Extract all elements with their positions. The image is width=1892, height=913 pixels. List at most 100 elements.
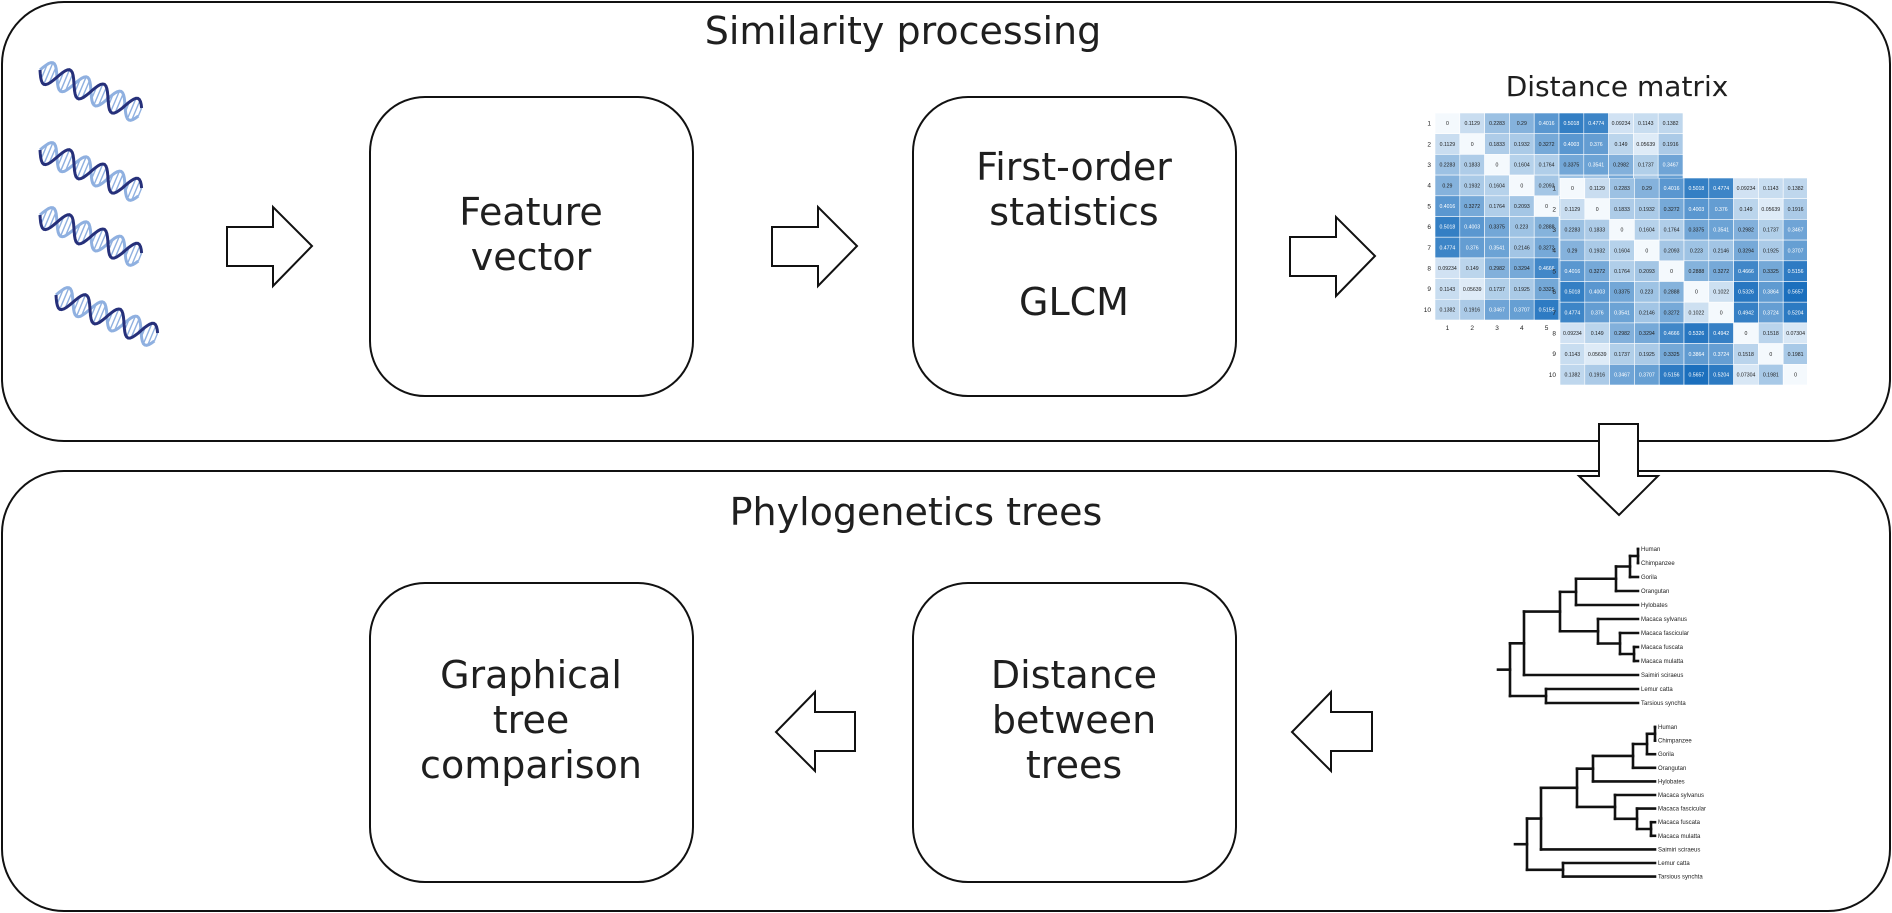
dna-rung: [137, 107, 143, 117]
matrix-cell-value: 0.3272: [1713, 269, 1729, 275]
matrix-cell-value: 0.1764: [1489, 204, 1505, 210]
matrix-cell-value: 0.1604: [1489, 183, 1505, 189]
dna-rung: [97, 305, 107, 324]
matrix-cell-value: 0.5657: [1788, 290, 1804, 296]
matrix-cell-value: 0.376: [1591, 310, 1604, 316]
dna-strand: [38, 148, 144, 195]
dna-rung: [81, 225, 91, 244]
matrix-cell-value: 0.1833: [1464, 163, 1480, 169]
matrix-cell-value: 0.1143: [1763, 186, 1779, 192]
matrix-cell-value: 0.4666: [1664, 331, 1680, 337]
matrix-row-label: 1: [1552, 186, 1556, 193]
matrix-cell-value: 0.1382: [1788, 186, 1804, 192]
matrix-cell-value: 0.2888: [1664, 290, 1680, 296]
matrix-cell-value: 0.4774: [1439, 245, 1455, 251]
matrix-cell-value: 0.2146: [1639, 310, 1655, 316]
matrix-cell-value: 0.29: [1442, 183, 1452, 189]
matrix-cell-value: 0.09234: [1563, 331, 1582, 337]
matrix-cell-value: 0.5018: [1563, 121, 1579, 127]
matrix-cell-value: 0.1932: [1589, 248, 1605, 254]
box-text-line: comparison: [420, 743, 642, 787]
matrix-cell-value: 0.1518: [1738, 352, 1754, 358]
matrix-cell-value: 0.1764: [1664, 228, 1680, 234]
matrix-cell-value: 0.5657: [1688, 372, 1704, 378]
matrix-cell-value: 0.5326: [1688, 331, 1704, 337]
matrix-col-label: 2: [1470, 325, 1474, 332]
arrow-down-icon: [1576, 423, 1661, 517]
matrix-cell-value: 0.1925: [1763, 248, 1779, 254]
matrix-cell-value: 0: [1446, 121, 1449, 127]
matrix-cell-value: 0.376: [1590, 142, 1603, 148]
dna-icon: [38, 141, 144, 202]
matrix-cell-value: 0.3467: [1614, 372, 1630, 378]
matrix-row-label: 2: [1427, 141, 1431, 148]
matrix-cell-value: 0.07304: [1786, 331, 1805, 337]
matrix-row-label: 8: [1552, 330, 1556, 337]
box-text-line: GLCM: [1019, 280, 1129, 324]
matrix-cell-value: 0.3541: [1614, 310, 1630, 316]
matrix-cell-value: 0: [1471, 142, 1474, 148]
matrix-cell-value: 0.3707: [1639, 372, 1655, 378]
matrix-cell-value: 0.2093: [1639, 269, 1655, 275]
matrix-cell-value: 0.1833: [1489, 142, 1505, 148]
matrix-cell-value: 0.2982: [1489, 266, 1505, 272]
dna-rung: [59, 149, 71, 172]
dna-icons: [38, 61, 160, 347]
box-text-line: First-order: [976, 145, 1172, 189]
tree-leaf-label: Macaca fascicular: [1658, 807, 1706, 813]
matrix-cell-value: 0.3467: [1489, 307, 1505, 313]
tree-leaf-label: Hylobates: [1658, 779, 1685, 785]
tree-leaf-label: Saimiri sciraeus: [1641, 673, 1683, 679]
box-text-line: vector: [471, 235, 592, 279]
matrix-cell-value: 0.1916: [1464, 307, 1480, 313]
matrix-cell-value: 0.223: [1640, 290, 1653, 296]
dna-rung: [81, 80, 91, 99]
matrix-cell-value: 0.1737: [1638, 163, 1654, 169]
matrix-cell-value: 0: [1545, 204, 1548, 210]
dna-rung: [130, 318, 140, 339]
matrix-cell-value: 0.1604: [1614, 248, 1630, 254]
tree-leaf-label: Macaca fuscata: [1641, 645, 1684, 651]
matrix-cell-value: 0.1916: [1788, 207, 1804, 213]
tree-leaf-label: Macaca mulatta: [1658, 834, 1701, 840]
dna-rung: [97, 231, 108, 251]
matrix-cell-value: 0.1833: [1589, 228, 1605, 234]
box-text-line: Distance: [991, 653, 1157, 697]
dna-strand: [54, 293, 160, 340]
matrix-cell-value: 0.1382: [1439, 307, 1455, 313]
matrix-cell-value: 0.2146: [1514, 245, 1530, 251]
dna-rung: [126, 243, 137, 264]
matrix-cell-value: 0.3467: [1788, 228, 1804, 234]
matrix-cell-value: 0.4003: [1563, 142, 1579, 148]
dna-rung: [137, 252, 143, 262]
matrix-cell-value: 0.5204: [1788, 310, 1804, 316]
matrix-cell-value: 0.07304: [1737, 372, 1756, 378]
matrix-cell-value: 0.2982: [1613, 163, 1629, 169]
matrix-cell-value: 0.3724: [1763, 310, 1779, 316]
dna-rung: [76, 76, 87, 99]
box-text-line: between: [992, 698, 1156, 742]
matrix-cell-value: 0.4774: [1713, 186, 1729, 192]
matrix-cell-value: 0.3272: [1539, 142, 1555, 148]
tree-leaf-label: Orangutan: [1658, 766, 1686, 772]
matrix-cell-value: 0.223: [1515, 225, 1528, 231]
dna-rung: [64, 292, 73, 309]
matrix-col-label: 1: [1446, 325, 1450, 332]
dna-rung: [131, 100, 141, 121]
matrix-row-label: 6: [1552, 289, 1556, 296]
dna-rung: [97, 86, 108, 106]
arrow-left-icon: [1290, 689, 1373, 774]
dna-rung: [153, 332, 159, 342]
matrix-cell-value: 0.4774: [1564, 310, 1580, 316]
matrix-cell-value: 0.2888: [1539, 225, 1555, 231]
matrix-cell-value: 0.05639: [1463, 287, 1482, 293]
matrix-cell-value: 0.1764: [1614, 269, 1630, 275]
matrix-cell-value: 0.4003: [1464, 225, 1480, 231]
dna-rung: [114, 173, 124, 194]
tree-leaf-label: Macaca fascicular: [1641, 631, 1689, 637]
dna-rung: [59, 214, 71, 237]
